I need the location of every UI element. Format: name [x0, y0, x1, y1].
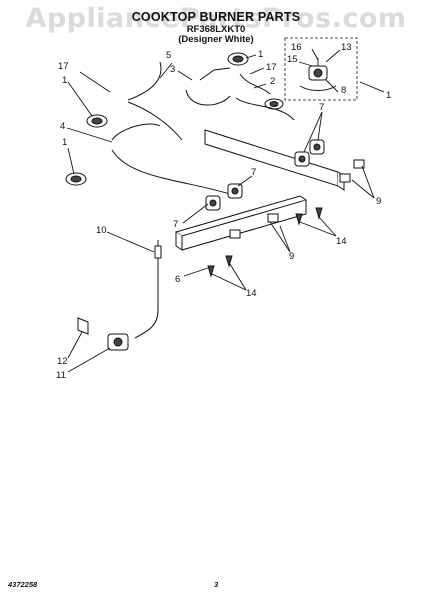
callout-7-mid: 7 [251, 167, 257, 178]
igniter-right-b [353, 159, 365, 169]
callout-9-right: 9 [376, 196, 382, 207]
callout-12: 12 [57, 356, 68, 367]
burner-cap-top-right [227, 52, 249, 66]
igniter-right-a [339, 173, 351, 183]
valve-left [205, 195, 221, 211]
inset-box [284, 37, 358, 101]
callout-17-left: 17 [58, 61, 69, 72]
callout-14-lower: 14 [246, 288, 257, 299]
burner-cap-upper-left [86, 114, 108, 128]
diagram-title: COOKTOP BURNER PARTS [131, 10, 301, 24]
manifold-bar [174, 129, 345, 251]
page-number: 3 [214, 580, 219, 589]
valve-mid [227, 183, 243, 199]
callout-4: 4 [60, 121, 66, 132]
screw-lower-1 [207, 265, 215, 278]
callout-8: 8 [341, 85, 347, 96]
watermark: AppliancePartsPros.com [25, 3, 407, 34]
regulator-bracket [77, 317, 89, 335]
callout-5: 5 [166, 50, 172, 61]
callout-15: 15 [287, 54, 298, 65]
valve-right-2 [294, 151, 310, 167]
igniter-lower-b [229, 229, 241, 239]
igniter-lower-a [267, 213, 279, 223]
callout-14-right: 14 [336, 236, 347, 247]
callout-7-left: 7 [173, 219, 179, 230]
screw-right-2 [295, 213, 303, 226]
callout-10: 10 [96, 225, 107, 236]
callout-1-upper-left: 1 [62, 75, 68, 86]
gas-tubing [111, 61, 295, 197]
callout-1-lower-left: 1 [62, 137, 68, 148]
callout-1-top-right: 1 [258, 49, 264, 60]
color-note: (Designer White) [178, 34, 254, 45]
regulator [107, 333, 129, 351]
callout-13: 13 [341, 42, 352, 53]
leader-lines [66, 48, 385, 373]
inset-valve-part [299, 58, 337, 91]
screw-right-1 [315, 207, 323, 220]
burner-cap-mid-right [264, 98, 284, 110]
callout-17-right: 17 [266, 62, 277, 73]
callout-6: 6 [175, 274, 181, 285]
callout-2: 2 [270, 76, 276, 87]
screw-lower-2 [225, 255, 233, 268]
model-number: RF368LXKT0 [186, 24, 246, 35]
callout-16: 16 [291, 42, 302, 53]
main-gas-tube [134, 240, 162, 339]
burner-cap-lower-left [65, 172, 87, 186]
document-number: 4372258 [8, 580, 38, 589]
callout-7-top: 7 [319, 102, 325, 113]
callout-9-lower: 9 [289, 251, 295, 262]
callout-3: 3 [170, 64, 176, 75]
callout-11: 11 [56, 370, 66, 381]
valve-right-1 [309, 139, 325, 155]
callout-1-inset: 1 [386, 90, 392, 101]
